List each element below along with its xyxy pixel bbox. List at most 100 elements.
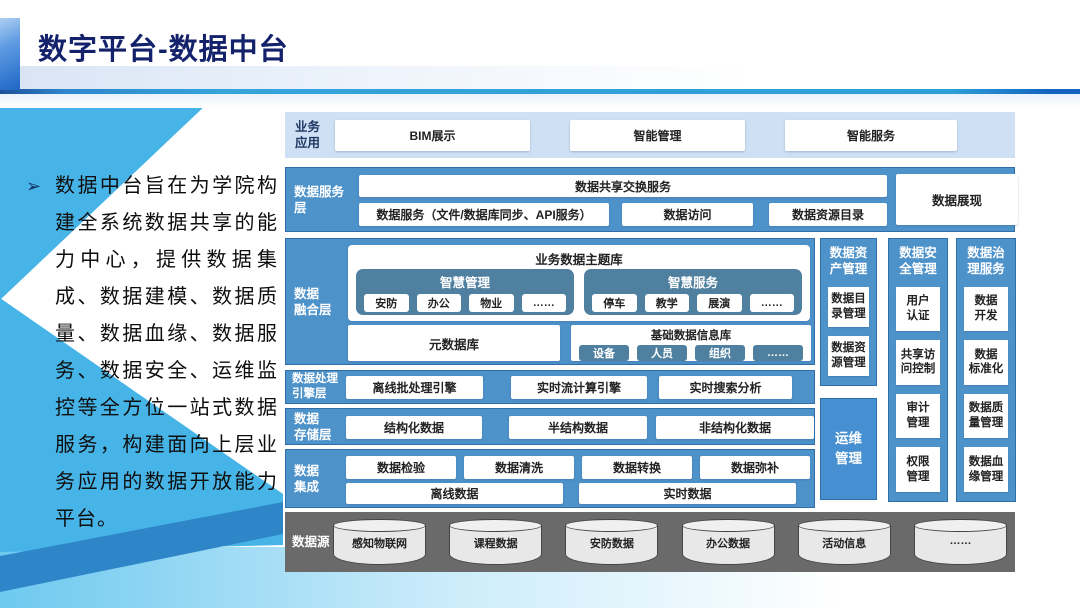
- node-data-resource-catalog: 数据资源目录: [769, 203, 887, 226]
- node-meta-db: 元数据库: [348, 325, 560, 361]
- chip-personnel: 人员: [637, 345, 687, 361]
- chip-security: 安防: [364, 294, 409, 312]
- base-db-title: 基础数据信息库: [650, 330, 732, 342]
- base-db-chips: 设备 人员 组织 ……: [579, 345, 803, 361]
- node-realtime-data: 实时数据: [579, 483, 796, 504]
- group-smart-management: 智慧管理 安防 办公 物业 ……: [356, 269, 574, 315]
- theme-groups: 智慧管理 安防 办公 物业 …… 智慧服务 停车 教学 展演 ……: [356, 269, 802, 315]
- title-accent-bar: [0, 18, 20, 90]
- node-structured-data: 结构化数据: [346, 416, 482, 439]
- node-user-auth: 用户 认证: [896, 286, 940, 332]
- node-data-quality-mgmt: 数据质 量管理: [964, 393, 1008, 439]
- cylinder-icon: [681, 519, 775, 532]
- intro-text: 数据中台旨在为学院构建全系统数据共享的能力中心，提供数据集成、数据建模、数据质量…: [55, 175, 278, 530]
- node-smart-management: 智能管理: [570, 120, 745, 151]
- column-data-governance-title: 数据治 理服务: [967, 246, 1005, 277]
- column-data-asset: 数据资 产管理 数据目 录管理 数据资 源管理: [820, 238, 877, 386]
- node-unstructured-data: 非结构化数据: [656, 416, 814, 439]
- cylinder-label: ……: [949, 535, 972, 547]
- bullet-arrow-icon: ➢: [26, 176, 42, 196]
- theme-db-container: 业务数据主题库 智慧管理 安防 办公 物业 …… 智慧服务 停车 教学: [348, 245, 810, 321]
- header-blue-line: [0, 89, 1080, 94]
- cylinder-icon: [333, 519, 426, 532]
- chip-property: 物业: [469, 294, 514, 312]
- cylinder-iot: 感知物联网: [333, 519, 426, 565]
- layer-label-source: 数据源: [292, 534, 330, 549]
- node-data-transform: 数据转换: [582, 456, 692, 479]
- node-realtime-stream-engine: 实时流计算引擎: [511, 376, 647, 399]
- layer-label-integration: 数据 集成: [294, 463, 320, 494]
- intro-paragraph: ➢ 数据中台旨在为学院构建全系统数据共享的能力中心，提供数据集成、数据建模、数据质…: [24, 168, 278, 538]
- group-smart-management-chips: 安防 办公 物业 ……: [364, 294, 566, 312]
- chip-exhibition: 展演: [697, 294, 742, 312]
- cylinder-label: 活动信息: [822, 538, 867, 550]
- cylinder-icon: [797, 519, 891, 532]
- theme-db-title: 业务数据主题库: [535, 253, 623, 267]
- layer-label-service: 数据服务 层: [294, 184, 345, 215]
- chip-more-base: ……: [753, 345, 803, 361]
- cylinder-label: 课程数据: [473, 538, 518, 550]
- chip-more-management: ……: [521, 294, 566, 312]
- node-data-access: 数据访问: [622, 203, 753, 226]
- node-smart-service: 智能服务: [785, 120, 957, 151]
- cylinder-label: 感知物联网: [352, 538, 407, 550]
- node-offline-batch-engine: 离线批处理引擎: [346, 376, 483, 399]
- node-ops-management: 运维 管理: [820, 398, 877, 500]
- node-data-resource-mgmt: 数据资 源管理: [828, 335, 869, 376]
- chip-organization: 组织: [695, 345, 745, 361]
- node-data-development: 数据 开发: [964, 286, 1008, 332]
- layer-integration: 数据 集成 数据检验 数据清洗 数据转换 数据弥补 离线数据 实时数据: [285, 449, 815, 508]
- chip-office: 办公: [416, 294, 461, 312]
- node-data-standardization: 数据 标准化: [964, 340, 1008, 385]
- chip-teaching: 教学: [644, 294, 689, 312]
- layer-label-engine: 数据处理 引擎层: [292, 373, 338, 400]
- layer-label-fusion: 数据 融合层: [294, 286, 332, 317]
- cylinder-more: ……: [913, 519, 1007, 565]
- layer-label-storage: 数据 存储层: [294, 411, 332, 442]
- node-audit-mgmt: 审计 管理: [896, 393, 940, 439]
- column-data-security: 数据安 全管理 用户 认证 共享访 问控制 审计 管理 权限 管理: [888, 238, 948, 502]
- node-shared-access-control: 共享访 问控制: [896, 340, 940, 385]
- node-bim-display: BIM展示: [335, 120, 530, 151]
- chip-equipment: 设备: [579, 345, 629, 361]
- chip-more-service: ……: [749, 294, 794, 312]
- cylinder-icon: [565, 519, 659, 532]
- cylinder-icon: [913, 519, 1007, 532]
- cylinder-label: 办公数据: [706, 538, 751, 550]
- node-data-service-api: 数据服务（文件/数据库同步、API服务）: [359, 203, 609, 226]
- column-data-security-title: 数据安 全管理: [899, 246, 937, 277]
- node-realtime-search-analysis: 实时搜索分析: [659, 376, 792, 399]
- column-data-governance: 数据治 理服务 数据 开发 数据 标准化 数据质 量管理 数据血 缘管理: [956, 238, 1016, 502]
- group-smart-service-title: 智慧服务: [667, 276, 718, 290]
- node-base-info-db: 基础数据信息库 设备 人员 组织 ……: [571, 325, 811, 361]
- cylinder-icon: [449, 519, 543, 532]
- node-share-exchange-service: 数据共享交换服务: [359, 175, 887, 197]
- cylinder-activity-info: 活动信息: [797, 519, 891, 565]
- layer-data-source: 数据源 感知物联网 课程数据 安防数据 办公数据: [285, 512, 1015, 572]
- layer-storage: 数据 存储层 结构化数据 半结构数据 非结构化数据: [285, 408, 815, 445]
- group-smart-service-chips: 停车 教学 展演 ……: [592, 294, 794, 312]
- node-data-lineage-mgmt: 数据血 缘管理: [964, 447, 1008, 492]
- node-permission-mgmt: 权限 管理: [896, 447, 940, 492]
- group-smart-management-title: 智慧管理: [439, 276, 490, 290]
- page-title: 数字平台-数据中台: [38, 34, 289, 66]
- chip-parking: 停车: [592, 294, 637, 312]
- column-data-asset-title: 数据资 产管理: [829, 246, 868, 277]
- node-semi-structured-data: 半结构数据: [509, 416, 647, 439]
- group-smart-service: 智慧服务 停车 教学 展演 ……: [584, 269, 802, 315]
- layer-data-fusion: 数据 融合层 业务数据主题库 智慧管理 安防 办公 物业 …… 智慧服务 停车: [285, 238, 815, 365]
- node-offline-data: 离线数据: [346, 483, 563, 504]
- layer-data-service: 数据服务 层 数据共享交换服务 数据服务（文件/数据库同步、API服务） 数据访…: [285, 167, 1018, 232]
- header-soft-band: [0, 66, 1080, 89]
- source-cylinders: 感知物联网 课程数据 安防数据 办公数据 活动信息: [333, 519, 1007, 565]
- node-data-presentation: 数据展现: [896, 174, 1018, 225]
- header-wash: [0, 94, 1080, 108]
- cylinder-course-data: 课程数据: [449, 519, 543, 565]
- node-data-cleaning: 数据清洗: [464, 456, 574, 479]
- cylinder-office-data: 办公数据: [681, 519, 775, 565]
- node-data-check: 数据检验: [346, 456, 456, 479]
- cylinder-label: 安防数据: [589, 538, 634, 550]
- layer-label-business: 业务 应用: [295, 119, 321, 150]
